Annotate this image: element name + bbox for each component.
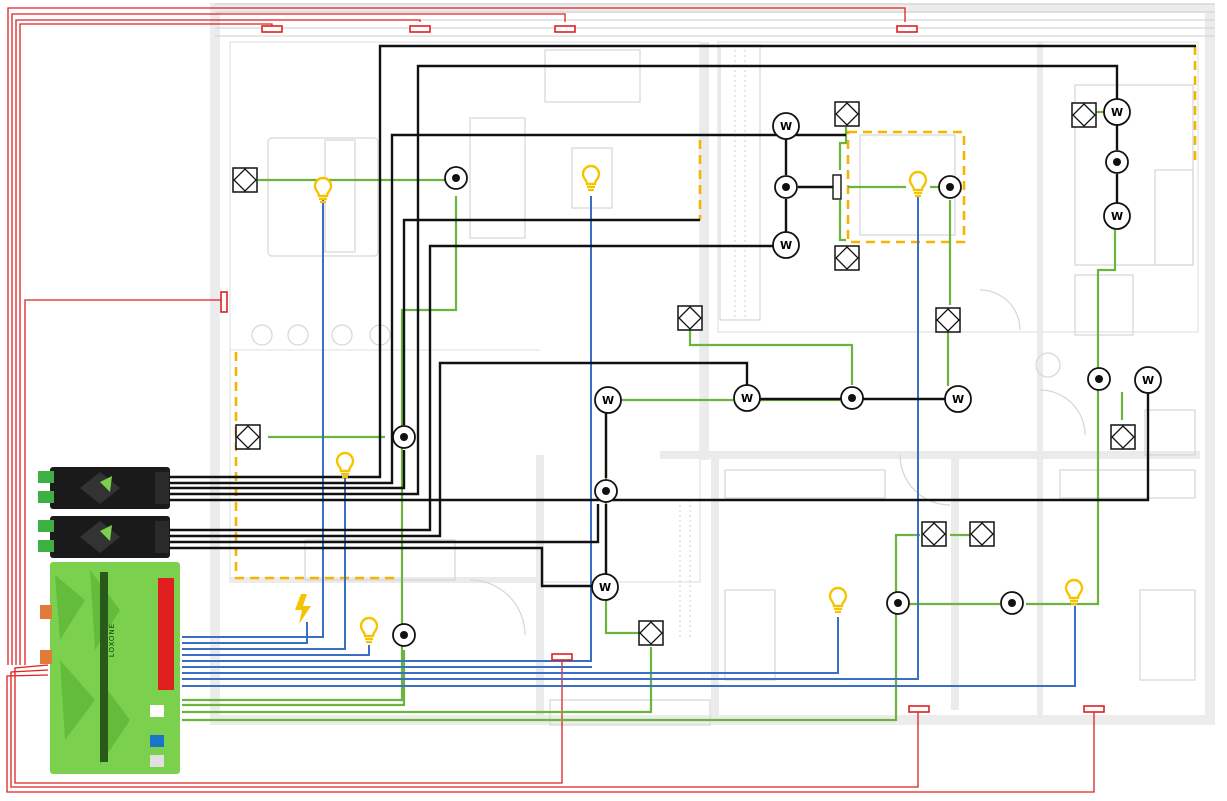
bulb-icon <box>581 164 601 192</box>
diamond-square-icon <box>969 521 995 547</box>
circle-dot-icon <box>444 166 468 190</box>
bulb-icon <box>313 176 333 204</box>
wall-switch: W <box>594 386 622 414</box>
circle-dot-icon <box>392 425 416 449</box>
svg-text:W: W <box>952 393 964 406</box>
window-contact-icon <box>409 25 431 33</box>
diamond-square-icon <box>921 521 947 547</box>
diamond-square-icon <box>638 620 664 646</box>
circle-dot-icon <box>1087 367 1111 391</box>
blue-wires <box>182 196 1076 687</box>
diamond-square-icon <box>232 167 258 193</box>
circle-dot-icon <box>594 479 618 503</box>
window-contact-icon <box>554 25 576 33</box>
circle-dot-icon <box>938 175 962 199</box>
tree-extension-top <box>38 467 170 509</box>
diamond-square-icon <box>834 245 860 271</box>
diamond-square-icon <box>235 424 261 450</box>
diamond-square-icon <box>1110 424 1136 450</box>
tree-extension-bottom <box>38 516 170 558</box>
window-contact-icon <box>908 705 930 713</box>
wall-switch: W <box>591 573 619 601</box>
controller-brand: LOXONE <box>108 623 116 657</box>
circle-dot-icon <box>774 175 798 199</box>
green-wires <box>182 110 1124 722</box>
wall-switch: W <box>772 112 800 140</box>
black-bus <box>170 44 1196 588</box>
floor-plan <box>210 3 1215 726</box>
svg-text:W: W <box>780 239 792 252</box>
bulb-icon <box>908 170 928 198</box>
diamond-square-icon <box>677 305 703 331</box>
circle-dot-icon <box>840 386 864 410</box>
wall-switch: W <box>1103 98 1131 126</box>
window-contact-icon <box>261 25 283 33</box>
door-contact-icon <box>832 174 842 200</box>
window-contact-icon <box>551 653 573 661</box>
bulb-icon <box>335 451 355 479</box>
bulb-icon <box>1064 578 1084 606</box>
wall-switches: W W W W W W W W W <box>591 98 1162 601</box>
wall-switch: W <box>944 385 972 413</box>
miniserver: LOXONE <box>40 562 180 774</box>
wall-switch: W <box>1103 202 1131 230</box>
svg-text:W: W <box>1111 106 1123 119</box>
svg-text:W: W <box>1142 374 1154 387</box>
wall-switch: W <box>1134 366 1162 394</box>
svg-text:W: W <box>602 394 614 407</box>
svg-text:W: W <box>1111 210 1123 223</box>
svg-text:W: W <box>780 120 792 133</box>
red-bus <box>6 7 1095 793</box>
wall-switch: W <box>733 384 761 412</box>
circle-dot-icon <box>886 591 910 615</box>
circle-dot-icon <box>1000 591 1024 615</box>
svg-text:W: W <box>599 581 611 594</box>
window-contact-icon <box>1083 705 1105 713</box>
svg-text:W: W <box>741 392 753 405</box>
diamond-square-icon <box>935 307 961 333</box>
window-contact-icon <box>220 291 228 313</box>
window-contact-icon <box>896 25 918 33</box>
diamond-square-icon <box>834 101 860 127</box>
wall-switch: W <box>772 231 800 259</box>
window-contacts <box>220 25 1105 713</box>
motion-sensors <box>232 101 1136 646</box>
bulb-icon <box>828 586 848 614</box>
bulb-icon <box>359 616 379 644</box>
lightning-icon <box>295 594 311 624</box>
diamond-square-icon <box>1071 102 1097 128</box>
circle-dot-icon <box>392 623 416 647</box>
circle-dot-icon <box>1105 150 1129 174</box>
